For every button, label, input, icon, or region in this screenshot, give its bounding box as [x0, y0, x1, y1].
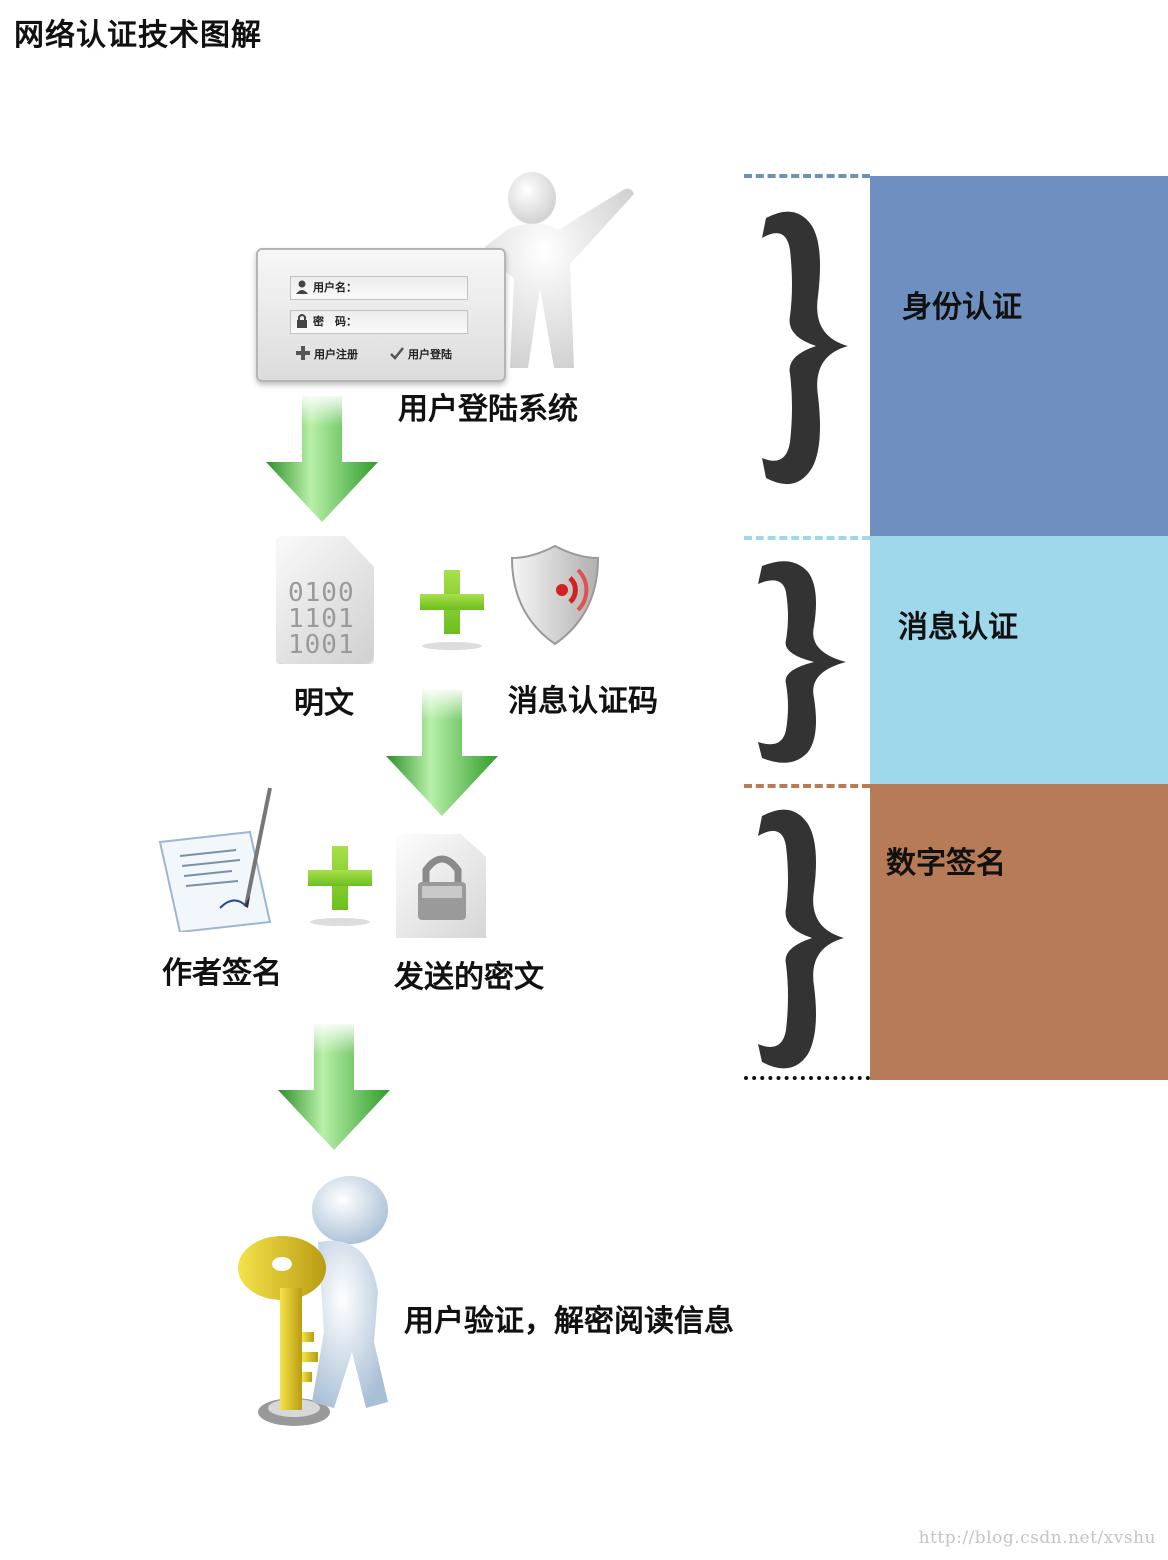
login-label: 用户登陆: [408, 348, 452, 361]
down-arrow-icon: [386, 690, 498, 816]
brace-icon: [758, 809, 844, 1069]
verify-decrypt-label: 用户验证，解密阅读信息: [404, 1304, 734, 1339]
message-auth-band: [870, 536, 1168, 784]
checkmark-icon: [390, 347, 404, 360]
plus-icon: [420, 570, 484, 650]
binary-line: 1001: [288, 630, 355, 660]
message-divider: [744, 536, 870, 540]
username-label: 用户名：: [313, 281, 357, 294]
watermark-url: http://blog.csdn.net/xvshu: [918, 1528, 1156, 1548]
signature-divider: [744, 784, 870, 788]
password-label: 密 码：: [313, 315, 357, 328]
sent-ciphertext-label: 发送的密文: [394, 960, 544, 995]
password-field: 密 码：: [290, 310, 468, 334]
plus-icon: [296, 346, 310, 360]
login-system-label: 用户登陆系统: [398, 392, 578, 427]
binary-line: 0100: [288, 578, 355, 608]
login-panel: 用户名： 密 码： 用户注册 用户登陆: [256, 248, 506, 382]
brace-icon: [758, 561, 846, 763]
diagram-title: 网络认证技术图解: [14, 18, 262, 53]
plus-icon: [308, 846, 372, 926]
digital-signature-band: [870, 784, 1168, 1080]
register-item: 用户注册: [296, 346, 358, 362]
signature-document-icon: [158, 787, 272, 932]
binary-document-icon: 0100 1101 1001: [276, 536, 374, 664]
binary-line: 1101: [288, 604, 355, 634]
shield-icon: [510, 544, 600, 646]
username-field: 用户名：: [290, 276, 468, 300]
figure-with-key-icon: [238, 1176, 388, 1426]
author-signature-label: 作者签名: [162, 956, 282, 991]
encrypted-document-icon: [396, 834, 486, 938]
register-label: 用户注册: [314, 348, 358, 361]
brace-icon: [762, 211, 848, 485]
digital-signature-label: 数字签名: [886, 846, 1006, 881]
identity-auth-band: [870, 176, 1168, 536]
mac-label: 消息认证码: [508, 684, 658, 719]
user-icon: [296, 280, 308, 294]
identity-auth-label: 身份认证: [902, 290, 1022, 325]
message-auth-label: 消息认证: [898, 610, 1018, 645]
down-arrow-icon: [278, 1024, 390, 1150]
padlock-icon: [418, 855, 466, 920]
lock-icon: [297, 314, 307, 328]
standing-figure-icon: [483, 172, 634, 368]
plaintext-label: 明文: [294, 686, 354, 721]
down-arrow-icon: [266, 396, 378, 522]
bottom-divider: [744, 1076, 870, 1080]
identity-divider: [744, 174, 870, 178]
login-item: 用户登陆: [390, 346, 452, 362]
